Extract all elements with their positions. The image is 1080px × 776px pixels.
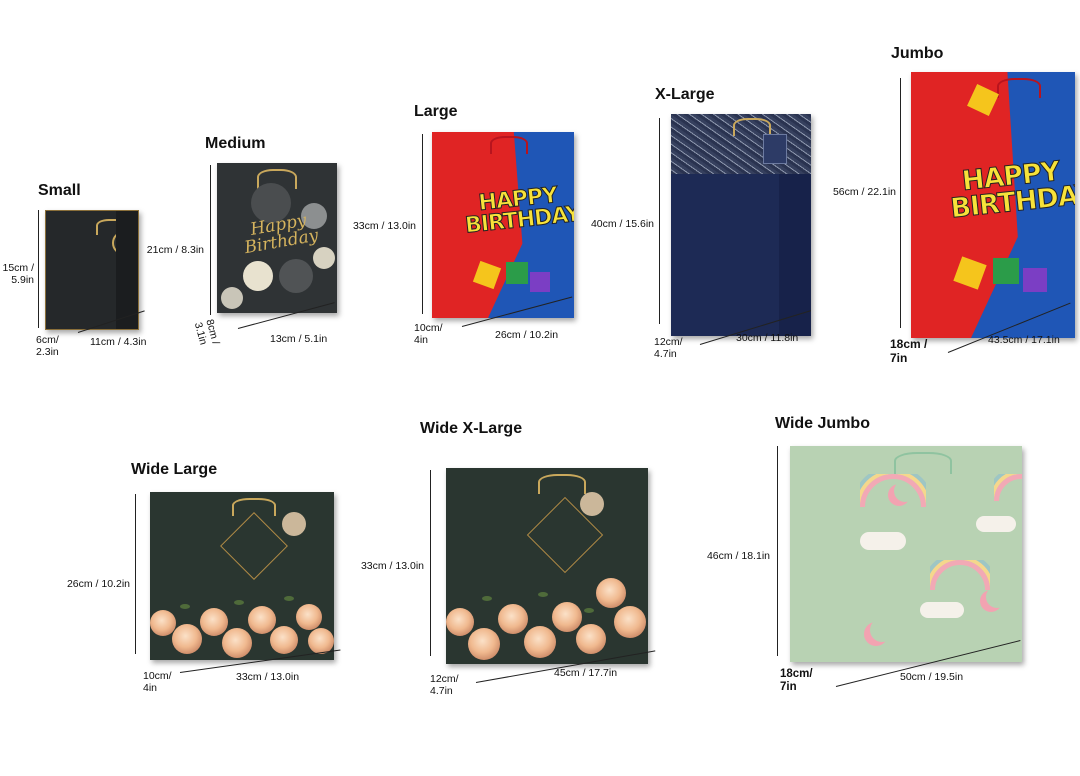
wide-xlarge-bag-flowers	[446, 578, 648, 664]
wide-large-bag-handle	[232, 498, 276, 516]
medium-height-line	[210, 165, 211, 315]
wide-large-width-label: 33cm / 13.0in	[236, 671, 300, 683]
medium-height-label: 21cm / 8.3in	[146, 244, 204, 256]
xlarge-bag-tag	[763, 134, 787, 164]
small-title: Small	[38, 182, 81, 199]
large-bag-handle	[490, 136, 528, 154]
xlarge-depth-label: 12cm/ 4.7in	[654, 336, 683, 361]
wide-jumbo-bag-rainbow-1	[860, 474, 926, 507]
medium-dot-5	[221, 287, 243, 309]
large-bag[interactable]: HAPPY BIRTHDAY	[432, 132, 574, 318]
jumbo-bag[interactable]: HAPPY BIRTHDAY	[911, 72, 1075, 338]
wide-jumbo-height-line	[777, 446, 778, 656]
xlarge-bag-handle	[733, 118, 771, 136]
jumbo-title: Jumbo	[891, 45, 944, 62]
wide-jumbo-bag-moon-3	[986, 586, 1008, 608]
jumbo-height-line	[900, 78, 901, 328]
wide-xlarge-width-label: 45cm / 17.7in	[554, 667, 618, 679]
wide-jumbo-bag-cloud-2	[976, 516, 1016, 532]
xlarge-height-line	[659, 118, 660, 324]
medium-dot-6	[313, 247, 335, 269]
wide-large-bag-geometric	[220, 512, 288, 580]
jumbo-bag-handle	[997, 78, 1041, 98]
medium-bag-print: Happy Birthday	[242, 210, 320, 259]
wide-large-bag-tag	[282, 512, 306, 536]
wide-jumbo-bag-handle	[894, 452, 952, 474]
jumbo-bag-print: HAPPY BIRTHDAY	[949, 156, 1075, 225]
large-title: Large	[414, 103, 458, 120]
wide-xlarge-bag-handle	[538, 474, 586, 494]
small-height-line	[38, 210, 39, 328]
wide-jumbo-title: Wide Jumbo	[775, 415, 870, 432]
medium-dot-4	[279, 259, 313, 293]
large-height-line	[422, 134, 423, 314]
wide-xlarge-title: Wide X-Large	[420, 420, 523, 437]
wide-xlarge-height-line	[430, 470, 431, 656]
xlarge-width-label: 30cm / 11.8in	[736, 332, 799, 344]
wide-xlarge-bag-tag	[580, 492, 604, 516]
wide-jumbo-bag[interactable]	[790, 446, 1022, 662]
wide-jumbo-bag-moon-1	[894, 480, 916, 502]
wide-jumbo-width-label: 50cm / 19.5in	[900, 671, 964, 683]
wide-xlarge-bag[interactable]	[446, 468, 648, 664]
wide-large-depth-label: 10cm/ 4in	[143, 670, 172, 695]
xlarge-height-label: 40cm / 15.6in	[590, 218, 654, 230]
wide-large-title: Wide Large	[131, 461, 218, 478]
wide-large-height-label: 26cm / 10.2in	[66, 578, 130, 590]
xlarge-bag[interactable]	[671, 114, 811, 336]
wide-large-bag[interactable]	[150, 492, 334, 660]
wide-jumbo-depth-label: 18cm/ 7in	[780, 668, 813, 694]
small-height-label: 15cm / 5.9in	[2, 262, 34, 287]
medium-width-label: 13cm / 5.1in	[270, 333, 328, 345]
wide-xlarge-height-label: 33cm / 13.0in	[360, 560, 424, 572]
wide-jumbo-bag-moon-2	[870, 618, 894, 642]
medium-title: Medium	[205, 135, 266, 152]
small-depth-label: 6cm/ 2.3in	[36, 334, 59, 359]
wide-large-bag-flowers	[150, 588, 334, 660]
medium-dot-3	[243, 261, 273, 291]
xlarge-title: X-Large	[655, 86, 715, 103]
medium-bag-handle	[257, 169, 297, 189]
wide-jumbo-height-label: 46cm / 18.1in	[706, 550, 770, 562]
wide-jumbo-bag-cloud-1	[860, 532, 906, 550]
wide-xlarge-depth-label: 12cm/ 4.7in	[430, 673, 459, 698]
wide-jumbo-bag-rainbow-3	[994, 474, 1022, 501]
large-height-label: 33cm / 13.0in	[352, 220, 416, 232]
wide-jumbo-bag-cloud-3	[920, 602, 964, 618]
large-depth-label: 10cm/ 4in	[414, 322, 443, 347]
medium-bag[interactable]: Happy Birthday	[217, 163, 337, 313]
large-width-label: 26cm / 10.2in	[495, 329, 559, 341]
medium-dot-1	[251, 183, 291, 223]
small-bag[interactable]	[45, 210, 139, 330]
jumbo-depth-label: 18cm / 7in	[890, 337, 928, 365]
wide-large-height-line	[135, 494, 136, 654]
small-width-label: 11cm / 4.3in	[90, 336, 147, 348]
jumbo-height-label: 56cm / 22.1in	[832, 186, 896, 198]
jumbo-width-label: 43.5cm / 17.1in	[988, 334, 1060, 346]
medium-dot-2	[301, 203, 327, 229]
medium-depth-label: 8cm / 3.1in	[191, 318, 222, 347]
